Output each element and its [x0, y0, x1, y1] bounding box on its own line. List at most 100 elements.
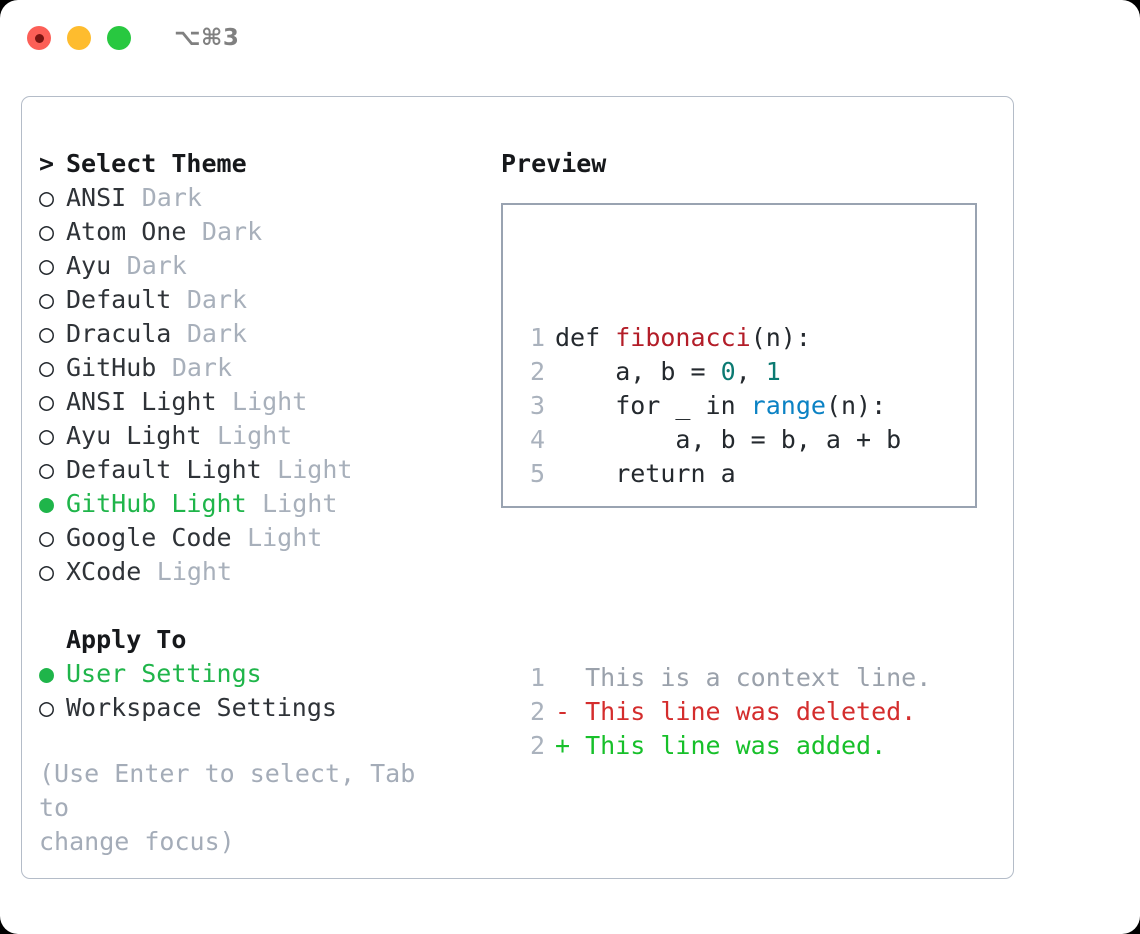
- radio-unselected-icon[interactable]: ○: [39, 693, 55, 722]
- theme-name-label: ANSI: [66, 183, 127, 212]
- help-text-line-1: (Use Enter to select, Tab to: [39, 759, 416, 822]
- theme-list-item[interactable]: ○ Default Light Light: [39, 453, 479, 487]
- line-number: 1: [529, 663, 545, 692]
- line-number: 3: [529, 391, 545, 420]
- apply-to-list: ● User Settings ○Workspace Settings: [39, 657, 479, 725]
- radio-unselected-icon[interactable]: ○: [39, 557, 55, 586]
- theme-list-item[interactable]: ○ ANSI Light Light: [39, 385, 479, 419]
- diff-line-context: 1 This is a context line.: [525, 661, 931, 695]
- line-number: 4: [529, 425, 545, 454]
- code-line-content: def fibonacci(n):: [555, 321, 811, 355]
- code-token-text: (n):: [750, 323, 811, 352]
- theme-name-label: Default Light: [66, 455, 262, 484]
- keyboard-shortcut-label: ⌥⌘3: [174, 25, 240, 51]
- spacer: [525, 559, 931, 593]
- blank-marker: ·: [39, 623, 66, 657]
- theme-name-label: XCode: [66, 557, 142, 586]
- code-token-text: a, b = b, a + b: [555, 425, 902, 454]
- radio-unselected-icon[interactable]: ○: [39, 455, 55, 484]
- theme-variant-badge: Light: [262, 489, 338, 518]
- code-line: 5 return a: [525, 457, 931, 491]
- title-bar: ⌥⌘3: [0, 0, 1140, 76]
- radio-unselected-icon[interactable]: ○: [39, 523, 55, 552]
- code-line: 3 for _ in range(n):: [525, 389, 931, 423]
- theme-list-item[interactable]: ○ Google Code Light: [39, 521, 479, 555]
- code-line: 2 a, b = 0, 1: [525, 355, 931, 389]
- unsaved-indicator-dot: [34, 33, 44, 43]
- apply-to-label: User Settings: [66, 659, 262, 688]
- theme-name-label: Ayu: [66, 251, 112, 280]
- radio-unselected-icon[interactable]: ○: [39, 353, 55, 382]
- theme-list-item[interactable]: ○ GitHub Dark: [39, 351, 479, 385]
- code-token-text: a, b =: [555, 357, 721, 386]
- minimize-button-icon[interactable]: [67, 26, 91, 50]
- theme-name-label: ANSI Light: [66, 387, 217, 416]
- radio-unselected-icon[interactable]: ○: [39, 251, 55, 280]
- section-title-select-theme: Select Theme: [66, 149, 247, 178]
- diff-sign: [555, 661, 570, 695]
- radio-unselected-icon[interactable]: ○: [39, 319, 55, 348]
- diff-block: 1 This is a context line.2- This line wa…: [525, 661, 931, 763]
- diff-line-text: This line was added.: [570, 731, 887, 760]
- theme-variant-badge: Light: [156, 557, 233, 586]
- code-line-content: return a: [555, 457, 735, 491]
- theme-variant-badge: Light: [247, 523, 323, 552]
- theme-variant-badge: Light: [216, 421, 293, 450]
- theme-variant-badge: Dark: [186, 285, 248, 314]
- line-number: 2: [529, 731, 545, 760]
- diff-line-text: This is a context line.: [570, 663, 932, 692]
- theme-variant-badge: Dark: [171, 353, 233, 382]
- maximize-button-icon[interactable]: [107, 26, 131, 50]
- line-number: 5: [529, 459, 545, 488]
- radio-unselected-icon[interactable]: ○: [39, 285, 55, 314]
- theme-variant-badge: Light: [277, 455, 353, 484]
- radio-unselected-icon[interactable]: ○: [39, 387, 55, 416]
- theme-variant-badge: Dark: [186, 319, 248, 348]
- diff-sign: +: [555, 731, 571, 760]
- code-token-text: for _ in: [555, 391, 751, 420]
- code-line: 4 a, b = b, a + b: [525, 423, 931, 457]
- code-line: 1 def fibonacci(n):: [525, 321, 931, 355]
- close-button-icon[interactable]: [27, 26, 51, 50]
- preview-title: Preview: [501, 149, 607, 178]
- radio-unselected-icon[interactable]: ○: [39, 183, 55, 212]
- code-token-builtin: range: [750, 391, 826, 420]
- line-number: 1: [529, 323, 545, 352]
- theme-list-item[interactable]: ○ XCode Light: [39, 555, 479, 589]
- radio-selected-icon[interactable]: ●: [39, 659, 55, 688]
- theme-variant-badge: Dark: [141, 183, 202, 212]
- code-line-content: for _ in range(n):: [555, 389, 886, 423]
- section-title-apply-to: Apply To: [66, 625, 187, 654]
- line-number: 2: [529, 697, 545, 726]
- code-token-number: 1: [765, 357, 781, 386]
- apply-to-list-item[interactable]: ● User Settings: [39, 657, 479, 691]
- radio-selected-icon[interactable]: ●: [39, 489, 55, 518]
- theme-name-label: Google Code: [66, 523, 232, 552]
- spacer: [39, 589, 479, 623]
- theme-list-item[interactable]: ○ ANSI Dark: [39, 181, 479, 215]
- preview-column: Preview: [501, 147, 991, 181]
- apply-to-list-item[interactable]: ○Workspace Settings: [39, 691, 479, 725]
- code-token-function: fibonacci: [615, 323, 751, 352]
- radio-unselected-icon[interactable]: ○: [39, 217, 55, 246]
- code-line-content: a, b = 0, 1: [555, 355, 781, 389]
- radio-unselected-icon[interactable]: ○: [39, 421, 55, 450]
- traffic-light-group: [27, 26, 131, 50]
- code-token-number: 0: [720, 357, 736, 386]
- theme-variant-badge: Light: [232, 387, 308, 416]
- theme-name-label: Atom One: [66, 217, 187, 246]
- theme-name-label: GitHub: [66, 353, 157, 382]
- diff-line-text: This line was deleted.: [570, 697, 917, 726]
